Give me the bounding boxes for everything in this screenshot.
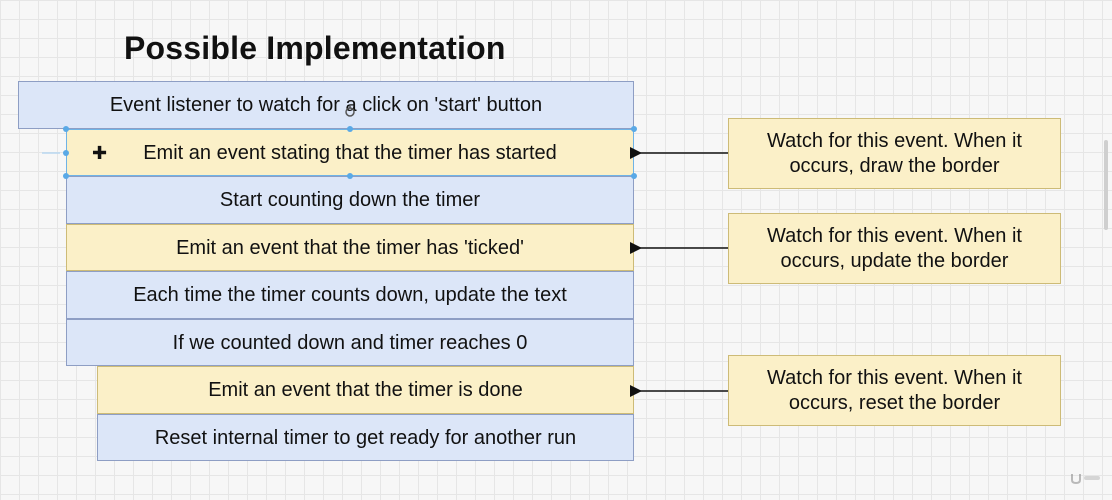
step-label: Emit an event stating that the timer has… — [143, 141, 557, 164]
resize-handle-bottom[interactable] — [347, 173, 353, 179]
diagram-title: Possible Implementation — [124, 30, 506, 66]
plus-icon: ✚ — [92, 143, 108, 163]
step-box-event-listener: Event listener to watch for a click on '… — [18, 81, 634, 129]
step-label: Start counting down the timer — [219, 189, 481, 211]
note-reset-border: Watch for this event. When it occurs, re… — [728, 355, 1061, 426]
note-line: Watch for this event. When it — [767, 224, 1022, 247]
resize-handle-top[interactable] — [347, 126, 353, 132]
resize-handle-bottom-left[interactable] — [63, 173, 69, 179]
resize-handle-bottom-right[interactable] — [631, 173, 637, 179]
step-box-reset-timer: Reset internal timer to get ready for an… — [97, 414, 634, 461]
note-line: occurs, update the border — [780, 249, 1009, 272]
resize-handle-top-left[interactable] — [63, 126, 69, 132]
note-update-border: Watch for this event. When it occurs, up… — [728, 213, 1061, 284]
step-box-emit-done: Emit an event that the timer is done — [97, 366, 634, 414]
note-line: Watch for this event. When it — [767, 366, 1022, 389]
note-draw-border: Watch for this event. When it occurs, dr… — [728, 118, 1061, 189]
resize-handle-left[interactable] — [63, 150, 69, 156]
note-line: occurs, draw the border — [789, 154, 1000, 177]
step-label: Each time the timer counts down, update … — [133, 284, 567, 306]
note-line: Watch for this event. When it — [767, 129, 1022, 152]
resize-handle-top-right[interactable] — [631, 126, 637, 132]
udemy-logo-icon — [1070, 471, 1102, 490]
step-label: Reset internal timer to get ready for an… — [154, 426, 577, 449]
step-label: If we counted down and timer reaches 0 — [172, 331, 528, 354]
vertical-scrollbar[interactable] — [1104, 140, 1108, 230]
step-label: Emit an event that the timer is done — [208, 379, 523, 401]
note-line: occurs, reset the border — [788, 391, 1001, 414]
step-box-update-text: Each time the timer counts down, update … — [66, 271, 634, 319]
step-box-emit-ticked: Emit an event that the timer has 'ticked… — [66, 224, 634, 271]
step-label: Event listener to watch for a click on '… — [109, 94, 543, 116]
step-label: Emit an event that the timer has 'ticked… — [176, 236, 524, 259]
cursor-icon — [344, 106, 356, 125]
step-box-reaches-zero: If we counted down and timer reaches 0 — [66, 319, 634, 366]
